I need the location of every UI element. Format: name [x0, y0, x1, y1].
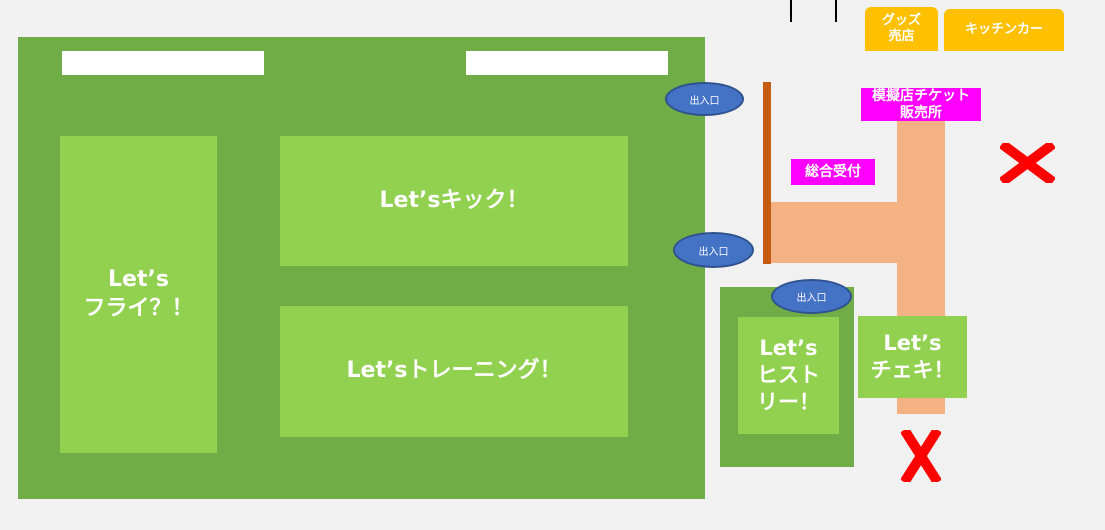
zone-fly[interactable]: Let’s フライ？！ [60, 136, 217, 453]
walkway-horizontal [771, 202, 897, 263]
zone-kick[interactable]: Let’sキック！ [280, 136, 628, 266]
goods-shop[interactable]: グッズ 売店 [865, 7, 938, 51]
entrance-wall [763, 82, 771, 264]
zone-cheki[interactable]: Let’s チェキ！ [858, 316, 967, 398]
exit-history[interactable]: 出入口 [771, 279, 852, 314]
zone-training[interactable]: Let’sトレーニング！ [280, 306, 628, 437]
pole-left [790, 0, 792, 22]
ticket-booth-label: 模擬店チケット 販売所 [861, 88, 981, 121]
banner-left [62, 51, 264, 75]
zone-history[interactable]: Let’s ヒスト リー！ [738, 317, 839, 434]
reception-label: 総合受付 [791, 159, 875, 185]
cross-mark-right [1000, 143, 1055, 183]
pole-right [835, 0, 837, 22]
exit-middle[interactable]: 出入口 [673, 232, 754, 268]
exit-top[interactable]: 出入口 [665, 82, 744, 116]
kitchen-car[interactable]: キッチンカー [944, 9, 1064, 51]
banner-right [466, 51, 668, 75]
cross-mark-bottom [901, 430, 941, 482]
